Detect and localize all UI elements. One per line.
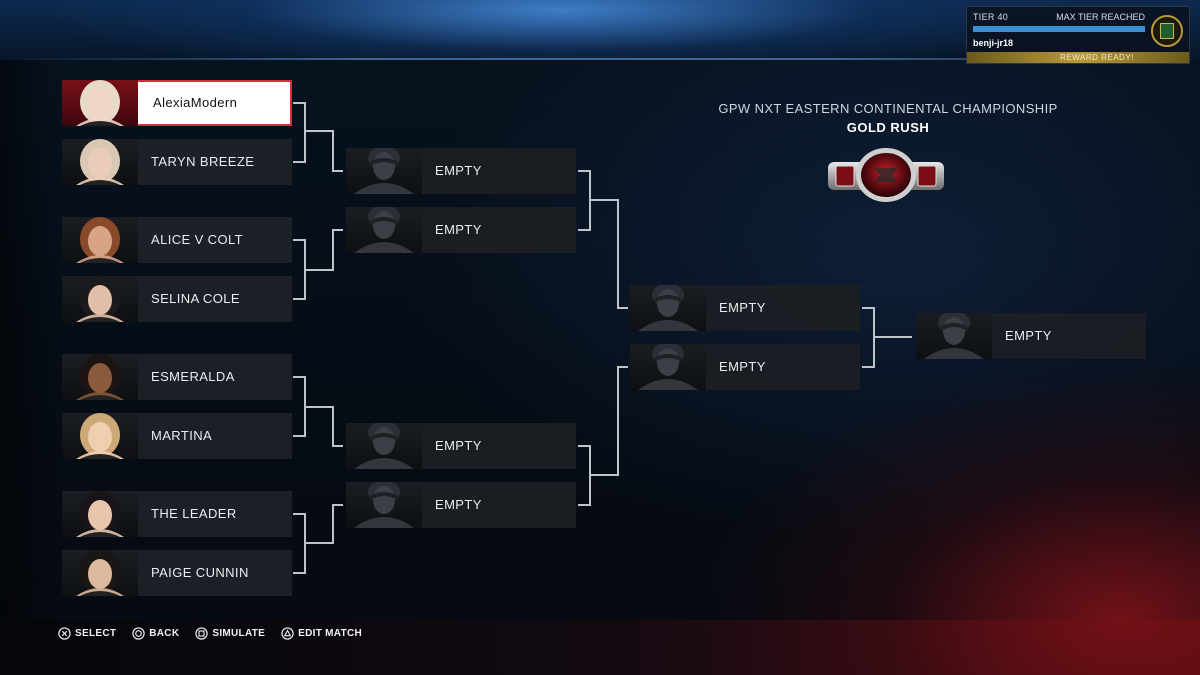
bracket-slot-empty[interactable]: EMPTY [630, 344, 860, 390]
slot-name: EMPTY [1005, 328, 1052, 343]
wrestler-avatar [62, 217, 138, 263]
wrestler-avatar [62, 80, 138, 126]
control-hint-label: SIMULATE [212, 627, 266, 639]
wrestler-slot[interactable]: AlexiaModern [62, 80, 292, 126]
silhouette-avatar [346, 207, 422, 253]
silhouette-avatar [346, 148, 422, 194]
slot-name: EMPTY [719, 359, 766, 374]
bracket-slot-empty[interactable]: EMPTY [346, 148, 576, 194]
wrestler-slot[interactable]: TARYN BREEZE [62, 139, 292, 185]
wrestler-slot[interactable]: PAIGE CUNNIN [62, 550, 292, 596]
championship-subtitle: GOLD RUSH [846, 120, 930, 135]
bracket-slot-empty[interactable]: EMPTY [346, 207, 576, 253]
max-tier-label: MAX TIER REACHED [1056, 12, 1145, 22]
bracket-slot-empty[interactable]: EMPTY [916, 313, 1146, 359]
wrestler-slot[interactable]: ESMERALDA [62, 354, 292, 400]
silhouette-avatar [346, 423, 422, 469]
tier-progress-panel: TIER 40 MAX TIER REACHED benji-jr18 REWA… [966, 6, 1190, 64]
wrestler-slot[interactable]: THE LEADER [62, 491, 292, 537]
control-hint-edit-match[interactable]: EDIT MATCH [281, 625, 362, 641]
wrestler-slot[interactable]: ALICE V COLT [62, 217, 292, 263]
control-hint-label: BACK [149, 627, 180, 639]
slot-name: ALICE V COLT [151, 232, 243, 247]
silhouette-avatar [630, 285, 706, 331]
username: benji-jr18 [973, 38, 1014, 48]
slot-name: TARYN BREEZE [151, 154, 255, 169]
slot-name: EMPTY [435, 222, 482, 237]
slot-name: PAIGE CUNNIN [151, 565, 249, 580]
bottom-banner [0, 620, 1200, 675]
wrestler-slot[interactable]: SELINA COLE [62, 276, 292, 322]
silhouette-avatar [916, 313, 992, 359]
slot-name: EMPTY [435, 497, 482, 512]
control-hint-label: EDIT MATCH [298, 627, 363, 639]
control-hint-simulate[interactable]: SIMULATE [195, 625, 265, 641]
championship-title: GPW NXT EASTERN CONTINENTAL CHAMPIONSHIP [718, 101, 1058, 116]
triangle-button-icon [281, 626, 294, 640]
championship-belt-icon [828, 148, 944, 202]
side-shade [0, 60, 60, 620]
tier-label: TIER 40 [973, 12, 1009, 22]
bracket-slot-empty[interactable]: EMPTY [630, 285, 860, 331]
slot-name: MARTINA [151, 428, 213, 443]
controls-bar: SELECT BACK SIMULATE EDIT MATCH [58, 625, 362, 641]
cross-button-icon [58, 626, 71, 640]
slot-name: EMPTY [435, 163, 482, 178]
square-button-icon [195, 626, 209, 640]
wrestler-avatar [62, 413, 138, 459]
bracket-slot-empty[interactable]: EMPTY [346, 423, 576, 469]
slot-name: AlexiaModern [153, 95, 238, 110]
wrestler-avatar [62, 139, 138, 185]
slot-name: EMPTY [719, 300, 766, 315]
control-hint-back[interactable]: BACK [132, 625, 179, 641]
wrestler-slot[interactable]: MARTINA [62, 413, 292, 459]
wrestler-avatar [62, 276, 138, 322]
silhouette-avatar [346, 482, 422, 528]
control-hint-label: SELECT [75, 627, 117, 639]
tier-progress-fill [973, 26, 1145, 32]
slot-name: SELINA COLE [151, 291, 240, 306]
circle-button-icon [132, 626, 145, 640]
wrestler-avatar [62, 491, 138, 537]
slot-name: THE LEADER [151, 506, 237, 521]
reward-card-icon [1151, 15, 1183, 47]
tier-progress-bar [973, 26, 1145, 32]
bracket-slot-empty[interactable]: EMPTY [346, 482, 576, 528]
wrestler-avatar [62, 550, 138, 596]
control-hint-select[interactable]: SELECT [58, 625, 116, 641]
silhouette-avatar [630, 344, 706, 390]
slot-name: EMPTY [435, 438, 482, 453]
wrestler-avatar [62, 354, 138, 400]
reward-ready-banner[interactable]: REWARD READY! [967, 52, 1189, 63]
slot-name: ESMERALDA [151, 369, 235, 384]
